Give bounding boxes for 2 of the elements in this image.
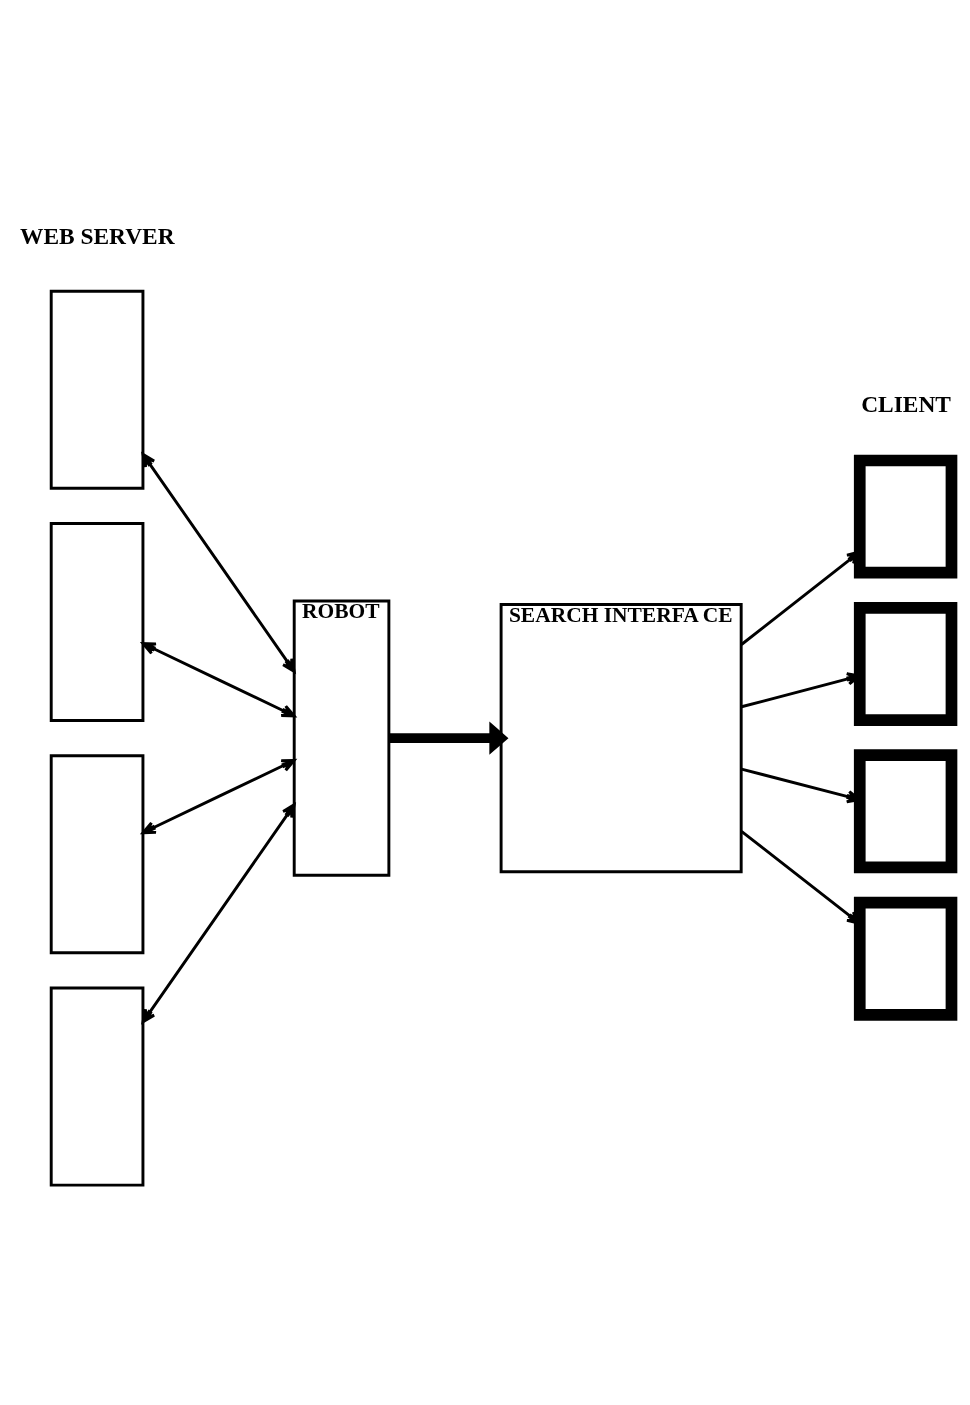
label: CLIENT <box>861 390 951 417</box>
label: WEB SERVER <box>19 222 175 249</box>
